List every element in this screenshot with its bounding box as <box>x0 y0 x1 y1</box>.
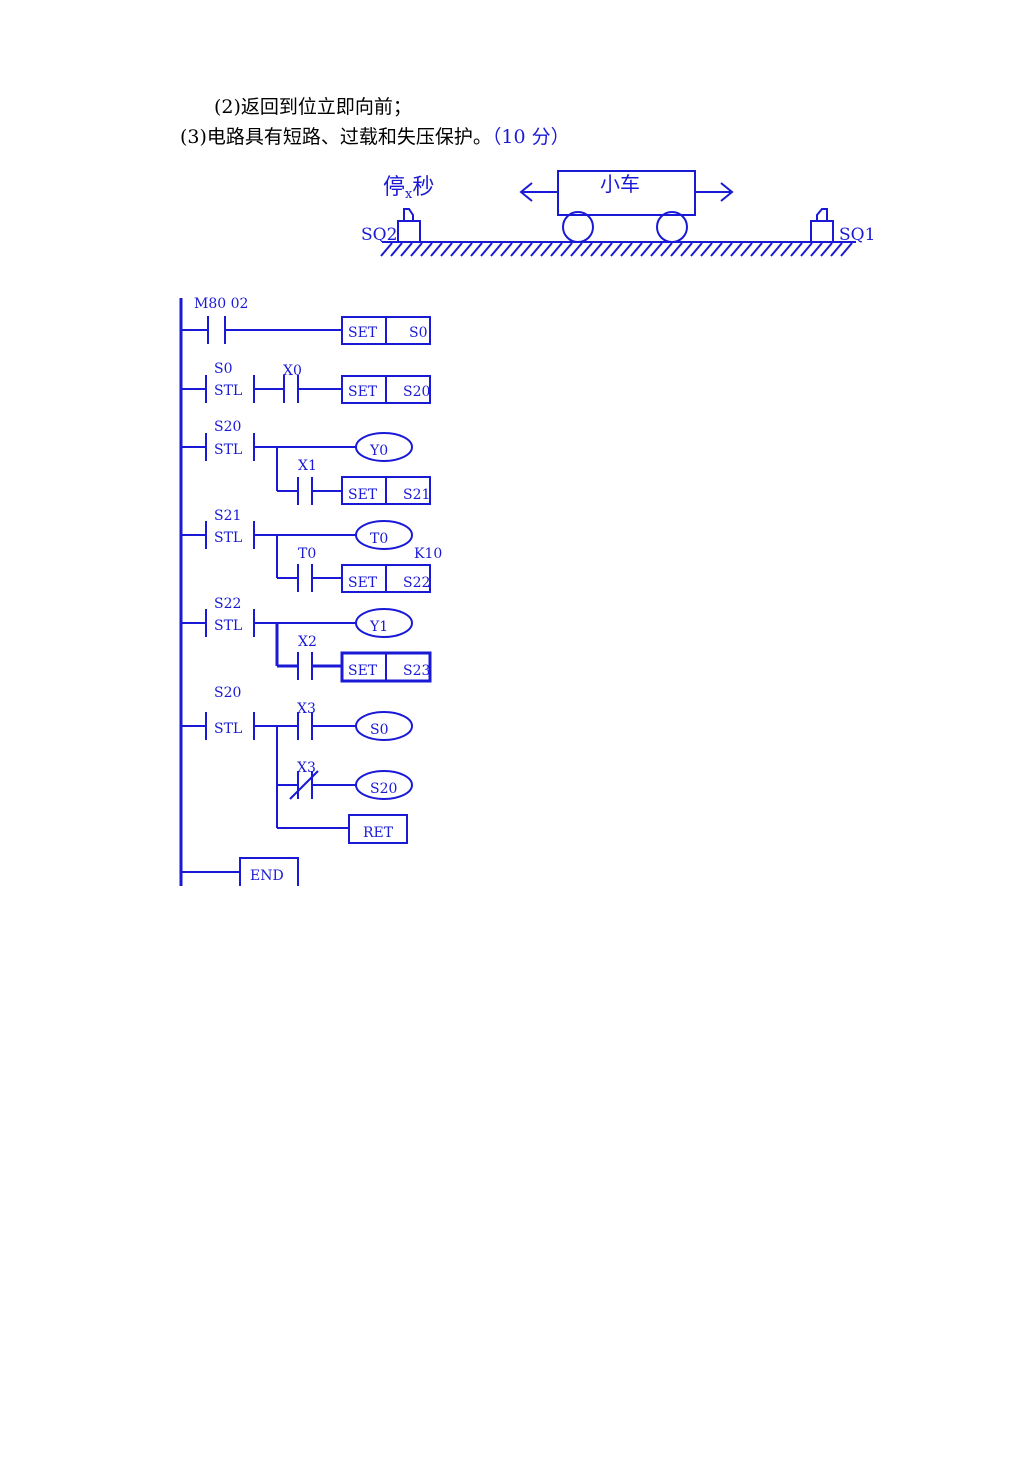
label-stl-5: STL <box>214 618 242 634</box>
label-stl-top-4: S21 <box>214 508 241 524</box>
label-set-5: SET <box>348 663 378 679</box>
label-s0-coil: S0 <box>370 722 389 738</box>
rung-1 <box>181 316 431 345</box>
rung-6 <box>181 711 413 844</box>
switch-sq1 <box>810 220 834 243</box>
rung-3 <box>181 432 431 505</box>
label-t0-contact: T0 <box>298 546 316 562</box>
arrow-left-head <box>519 182 533 202</box>
item-3-main: (3)电路具有短路、过载和失压保护。 <box>180 126 492 148</box>
label-y1: Y1 <box>369 619 388 635</box>
ret-box <box>348 814 408 844</box>
item-3-score: （10 分） <box>491 126 570 148</box>
arrow-right-head <box>720 182 734 202</box>
label-stl-4: STL <box>214 530 242 546</box>
label-set-4: SET <box>348 575 378 591</box>
label-stl-6: STL <box>214 721 242 737</box>
label-s20-2: S20 <box>403 384 430 400</box>
item-3-text: (3)电路具有短路、过载和失压保护。（10 分） <box>180 122 570 149</box>
coil-s0 <box>355 711 413 741</box>
switch-sq1-lever <box>816 208 828 221</box>
rung-5 <box>181 608 432 683</box>
end-rung <box>181 857 299 886</box>
ground-hatching <box>380 242 853 257</box>
cart-wheel-left <box>562 211 594 243</box>
cart-label: 小车 <box>600 172 640 196</box>
label-s21-3: S21 <box>403 487 430 503</box>
label-set-2: SET <box>348 384 378 400</box>
coil-s20 <box>355 770 413 800</box>
label-ret: RET <box>363 825 394 841</box>
label-x0: X0 <box>283 363 302 379</box>
coil-y0 <box>355 432 413 462</box>
switch-sq2-lever <box>403 208 414 221</box>
label-stl-top-5: S22 <box>214 596 241 612</box>
label-x3: X3 <box>297 701 316 717</box>
label-stl-top-2: S0 <box>214 361 233 377</box>
switch-sq2 <box>397 220 421 243</box>
label-t0-coil: T0 <box>370 531 388 547</box>
end-box <box>239 857 299 886</box>
label-x2: X2 <box>298 634 317 650</box>
label-s20-coil: S20 <box>370 781 397 797</box>
label-set-3: SET <box>348 487 378 503</box>
coil-y1 <box>355 608 413 638</box>
label-end: END <box>250 868 284 884</box>
label-y0: Y0 <box>369 443 388 459</box>
label-s22-4: S22 <box>403 575 430 591</box>
label-stl-top-6: S20 <box>214 685 241 701</box>
label-set-1: SET <box>348 325 378 341</box>
label-m8002: M80 02 <box>194 296 248 312</box>
rung-2 <box>181 375 431 404</box>
sq1-label: SQ1 <box>839 225 875 245</box>
sq2-label: SQ2 <box>361 225 397 245</box>
rung-4 <box>181 520 431 593</box>
label-s0-1: S0 <box>409 325 428 341</box>
stop-label: 停x秒 <box>383 175 434 202</box>
label-stl-top-3: S20 <box>214 419 241 435</box>
label-x1: X1 <box>298 458 317 474</box>
label-k10: K10 <box>414 546 442 562</box>
label-stl-2: STL <box>214 383 242 399</box>
label-s23-5: S23 <box>403 663 430 679</box>
item-2-text: (2)返回到位立即向前； <box>214 96 412 118</box>
label-stl-3: STL <box>214 442 242 458</box>
coil-t0 <box>355 520 413 550</box>
label-x3-nc: X3 <box>297 760 316 776</box>
cart-wheel-right <box>656 211 688 243</box>
